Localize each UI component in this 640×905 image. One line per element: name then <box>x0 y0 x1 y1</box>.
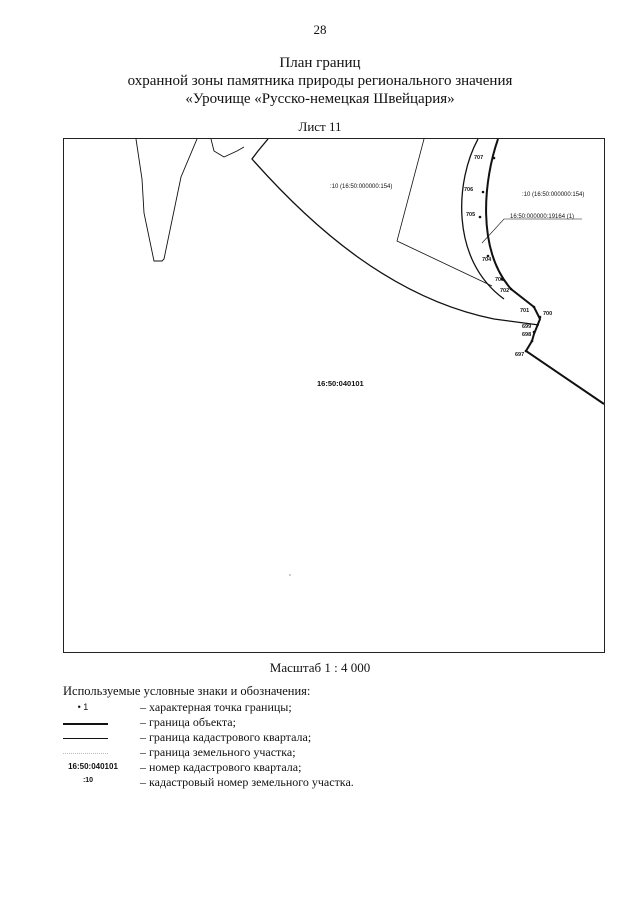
legend-text-quarter-boundary: – граница кадастрового квартала; <box>140 730 312 744</box>
parcel-label: :10 (16:50:000000:154) <box>522 192 584 198</box>
plan-title-line-2: охранной зоны памятника природы регионал… <box>127 73 513 89</box>
point-label-697: 697 <box>515 352 524 358</box>
quarter-boundary-line <box>251 139 540 326</box>
object-boundary-main-line <box>485 139 604 405</box>
legend-symbol-object-boundary <box>63 715 137 730</box>
plan-title-line-1: План границ <box>279 55 361 71</box>
small-feature-outline <box>210 139 245 158</box>
point-label-707: 707 <box>474 155 483 161</box>
point-marker <box>478 215 482 219</box>
point-marker <box>492 156 496 160</box>
legend-parcel-number-sample: :10 <box>82 777 94 784</box>
plan-title-line-3: «Урочище «Русско-немецкая Швейцария» <box>185 91 455 107</box>
legend-symbol-parcel-boundary <box>63 745 137 760</box>
point-marker <box>500 277 504 281</box>
stray-dot <box>289 574 291 576</box>
point-label-702: 702 <box>500 288 509 294</box>
legend-text-point: – характерная точка границы; <box>140 700 292 714</box>
legend-row-quarter-boundary: – граница кадастрового квартала; <box>63 730 583 745</box>
parcel-label: :10 (16:50:000000:154) <box>330 184 392 190</box>
legend-text-quarter-number: – номер кадастрового квартала; <box>140 760 302 774</box>
point-label-704: 704 <box>482 257 492 263</box>
object-boundary-line-sample <box>63 723 108 725</box>
point-label-700: 700 <box>543 311 552 317</box>
legend-point-symbol: • 1 <box>77 702 89 712</box>
legend-title: Используемые условные знаки и обозначени… <box>63 684 311 698</box>
legend-row-point: • 1 – характерная точка границы; <box>63 700 583 715</box>
legend-text-parcel-number: – кадастровый номер земельного участка. <box>140 775 354 789</box>
legend-row-object-boundary: – граница объекта; <box>63 715 583 730</box>
quarter-number-label: 16:50:040101 <box>317 379 364 388</box>
boundary-map: 707 706 705 704 703 702 701 700 699 698 … <box>63 138 605 653</box>
point-label-706: 706 <box>464 187 473 193</box>
legend-text-object-boundary: – граница объекта; <box>140 715 236 729</box>
legend-row-parcel-number: :10 – кадастровый номер земельного участ… <box>63 775 583 790</box>
legend-row-parcel-boundary: – граница земельного участка; <box>63 745 583 760</box>
point-marker <box>532 305 536 309</box>
sheet-label: Лист 11 <box>298 119 342 134</box>
map-drawing: 707 706 705 704 703 702 701 700 699 698 … <box>135 139 604 576</box>
point-marker <box>538 315 542 319</box>
legend-quarter-number-sample: 16:50:040101 <box>68 762 118 771</box>
parcel-label-leader <box>481 218 582 244</box>
page-number: 28 <box>313 22 327 37</box>
map-scale: Масштаб 1 : 4 000 <box>269 660 371 675</box>
parcel-outline <box>396 139 493 287</box>
parcel-label: 16:50:000000:19164 (1) <box>510 214 574 220</box>
legend-symbol-point: • 1 <box>63 700 137 715</box>
point-marker <box>524 349 528 353</box>
point-label-699: 699 <box>522 324 531 330</box>
point-label-701: 701 <box>520 308 529 314</box>
legend-symbol-quarter-number: 16:50:040101 <box>63 760 137 775</box>
point-marker <box>486 254 490 258</box>
point-label-703: 703 <box>495 277 504 283</box>
object-boundary-line <box>461 139 505 300</box>
legend-symbol-quarter-boundary <box>63 730 137 745</box>
point-marker <box>530 339 534 343</box>
legend-row-quarter-number: 16:50:040101 – номер кадастрового кварта… <box>63 760 583 775</box>
left-feature-outline <box>135 139 198 262</box>
point-marker <box>481 190 485 194</box>
point-marker <box>532 330 536 334</box>
quarter-boundary-line-sample <box>63 738 108 739</box>
point-marker <box>509 287 513 291</box>
point-label-705: 705 <box>466 212 475 218</box>
legend-symbol-parcel-number: :10 <box>63 775 137 790</box>
point-label-698: 698 <box>522 332 531 338</box>
legend-text-parcel-boundary: – граница земельного участка; <box>140 745 296 759</box>
parcel-boundary-line-sample <box>63 753 108 754</box>
